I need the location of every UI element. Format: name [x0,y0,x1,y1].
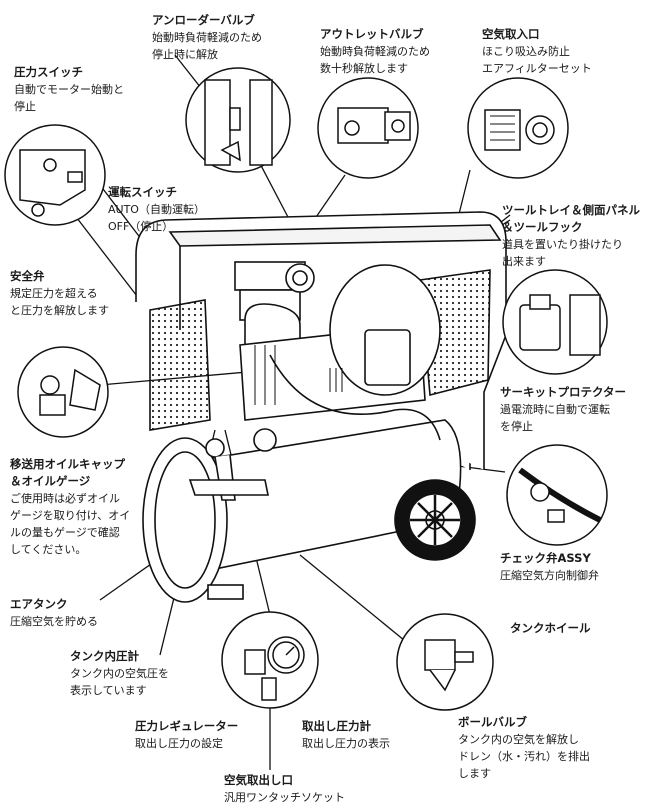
callout-pressure-switch [4,124,106,226]
label-title: 空気取入口 [482,27,540,41]
label-desc: してください。 [10,543,87,556]
label-desc: 表示しています [70,684,147,697]
label-unloader-valve: アンローダーバルブ 始動時負荷軽減のため 停止時に解放 [152,12,262,63]
label-desc: タンク内の空気圧を [70,667,169,680]
label-title: 運転スイッチ [108,185,177,199]
label-title: 圧力スイッチ [14,65,83,79]
label-title: ボールバルブ [458,715,527,729]
label-tank-gauge: タンク内圧計 タンク内の空気圧を 表示しています [70,648,169,699]
label-desc: 始動時負荷軽減のため [152,31,262,44]
label-title: アウトレットバルブ [320,27,424,41]
label-desc: 始動時負荷軽減のため [320,45,430,58]
label-desc: を停止 [500,420,533,433]
label-desc: 取出し圧力の表示 [302,737,390,750]
label-title: 取出し圧力計 [302,719,371,733]
label-title: 移送用オイルキャップ [10,457,125,471]
label-desc: ご使用時は必ずオイル [10,492,120,505]
label-desc: ドレン（水・汚れ）を排出 [458,750,590,763]
label-title: タンクホイール [510,621,591,635]
label-desc: 汎用ワンタッチソケット [224,791,345,804]
callout-circuit-protector [502,269,608,375]
label-ball-valve: ボールバルブ タンク内の空気を解放し ドレン（水・汚れ）を排出 します [458,714,590,782]
label-title: 圧力レギュレーター [135,719,239,733]
callout-outlet-valve [317,77,419,179]
label-air-tank: エアタンク 圧縮空気を貯める [10,596,98,630]
callout-unloader-valve [185,67,291,173]
label-desc: 出来ます [502,255,546,268]
label-desc: OFF（停止） [108,220,174,233]
label-circuit-protector: サーキットプロテクター 過電流時に自動で運転 を停止 [500,384,626,435]
label-desc: 圧縮空気方向制御弁 [500,569,599,582]
callout-gauge-regulator [221,611,319,709]
label-title: 空気取出し口 [224,773,293,787]
label-title-2: ＆ツールフック [502,220,583,234]
label-title: チェック弁ASSY [500,551,591,565]
compressor-body [135,211,507,603]
label-title: エアタンク [10,597,68,611]
label-title: サーキットプロテクター [500,385,627,399]
callout-ball-valve [396,613,494,711]
label-outlet-valve: アウトレットバルブ 始動時負荷軽減のため 数十秒解放します [320,26,430,77]
label-desc: 数十秒解放します [320,62,408,75]
label-regulator: 圧力レギュレーター 取出し圧力の設定 [135,718,238,752]
label-desc: ルの量もゲージで確認 [10,526,120,539]
label-tool-tray: ツールトレイ＆側面パネル ＆ツールフック 道具を置いたり掛けたり 出来ます [502,202,640,270]
label-desc: します [458,767,491,780]
label-desc: タンク内の空気を解放し [458,733,579,746]
label-title: タンク内圧計 [70,649,139,663]
label-desc: 過電流時に自動で運転 [500,403,610,416]
label-air-intake: 空気取入口 ほこり吸込み防止 エアフィルターセット [482,26,592,77]
label-desc: 停止 [14,100,36,113]
label-tank-wheel: タンクホイール [510,620,591,637]
label-pressure-switch: 圧力スイッチ 自動でモーター始動と 停止 [14,64,124,115]
label-outlet-gauge: 取出し圧力計 取出し圧力の表示 [302,718,390,752]
label-desc: ゲージを取り付け、オイ [10,509,131,522]
label-desc: 圧縮空気を貯める [10,615,98,628]
callout-air-intake [467,77,569,179]
label-air-outlet: 空気取出し口 汎用ワンタッチソケット [224,772,345,806]
label-desc: 停止時に解放 [152,48,218,61]
callout-check-valve [506,444,608,546]
label-run-switch: 運転スイッチ AUTO（自動運転） OFF（停止） [108,184,205,235]
label-title: ツールトレイ＆側面パネル [502,203,640,217]
label-title: アンローダーバルブ [152,13,255,27]
label-safety-valve: 安全弁 規定圧力を超える と圧力を解放します [10,268,109,319]
label-desc: 道具を置いたり掛けたり [502,238,623,251]
label-desc: 規定圧力を超える [10,287,98,300]
label-desc: 取出し圧力の設定 [135,737,223,750]
label-desc: ほこり吸込み防止 [482,45,570,58]
label-desc: AUTO（自動運転） [108,203,205,216]
label-desc: 自動でモーター始動と [14,83,124,96]
label-title: 安全弁 [10,269,45,283]
label-oil-cap: 移送用オイルキャップ ＆オイルゲージ ご使用時は必ずオイル ゲージを取り付け、オ… [10,456,130,558]
label-desc: と圧力を解放します [10,304,109,317]
label-check-valve: チェック弁ASSY 圧縮空気方向制御弁 [500,550,599,584]
callout-oil-cap [17,346,109,438]
label-desc: エアフィルターセット [482,62,592,75]
label-title-2: ＆オイルゲージ [10,474,91,488]
